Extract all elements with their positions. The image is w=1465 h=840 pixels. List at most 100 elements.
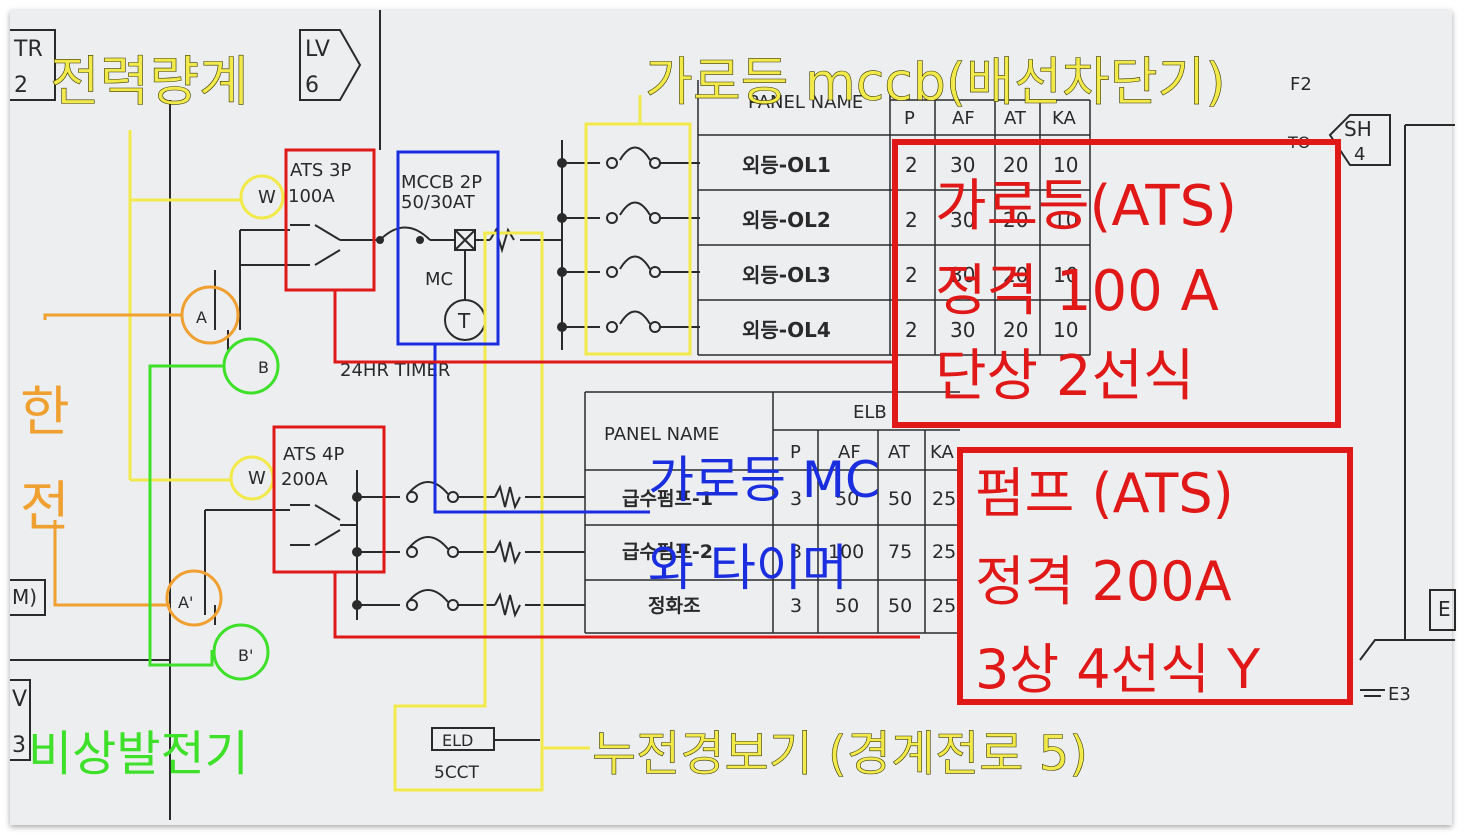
bottom-table-col-p: P <box>790 442 801 463</box>
pump-panel-table: PANEL NAME ELB P AF AT KA 급수펌프-1 3 50 50… <box>584 391 960 634</box>
blue-overlay <box>396 150 650 514</box>
meter-w1-label: W <box>258 187 276 208</box>
corner-tr-label: TR <box>13 37 43 62</box>
f-label: F2 <box>1290 74 1312 95</box>
sh-number: 4 <box>1354 144 1365 165</box>
top-row-1-at: 20 <box>1003 153 1028 177</box>
bottom-row-3-ka: 25 <box>932 595 956 617</box>
top-row-4-at: 20 <box>1003 318 1028 342</box>
ammeter-a2-circle <box>165 569 223 627</box>
top-row-4-ka: 10 <box>1053 318 1078 342</box>
top-row-4-p: 2 <box>905 318 918 342</box>
mc-timer-label-2: 와 타이머 <box>648 539 848 597</box>
kepco-label-1: 한 <box>20 380 70 443</box>
bottom-row-1-name: 급수펌프-1 <box>622 488 713 510</box>
streetlight-panel-table: PANEL NAME P AF AT KA 외등-OL1 2 30 20 10 … <box>697 80 1091 356</box>
ats2-spec-line-1: 펌프 (ATS) <box>975 462 1234 525</box>
top-row-1-p: 2 <box>905 153 918 177</box>
mccb-rating: 50/30AT <box>401 192 476 213</box>
overlay-labels: 전력량계 가로등 mccb(배선차단기) 한 전 비상발전기 누전경보기 (경계… <box>20 50 1261 783</box>
top-table-col-p: P <box>904 108 915 129</box>
ats1-spec-line-3: 단상 2선식 <box>935 344 1195 409</box>
bottom-row-1-ka: 25 <box>932 488 956 510</box>
top-row-2-name: 외등-OL2 <box>742 208 831 232</box>
bottom-table-group-header: ELB <box>853 402 887 423</box>
top-row-4-name: 외등-OL4 <box>742 318 831 342</box>
bottom-row-2-p: 3 <box>790 541 802 563</box>
bottom-row-1-p: 3 <box>790 488 802 510</box>
top-table-col-at: AT <box>1004 108 1027 129</box>
top-table-name-header: PANEL NAME <box>748 92 863 113</box>
timer-symbol: T <box>457 309 471 333</box>
generator-label: 비상발전기 <box>28 726 249 782</box>
top-row-1-name: 외등-OL1 <box>742 153 831 177</box>
bottom-table-col-ka: KA <box>930 442 954 463</box>
m-label: M) <box>12 585 37 609</box>
bottom-row-2-at: 75 <box>888 541 912 563</box>
ats1-box <box>284 148 376 292</box>
top-row-2-p: 2 <box>905 208 918 232</box>
ats2-rating: 200A <box>281 469 328 490</box>
meter-b2-label: B' <box>238 646 253 665</box>
lv-label-top: LV <box>305 37 330 62</box>
eld-label: ELD <box>442 731 473 750</box>
corner-tr-number: 2 <box>14 73 28 98</box>
ammeter-b-circle <box>222 337 280 395</box>
schematic-labels: TR 2 LV 6 SH 4 TO F2 E E3 M) V 3 ATS 3P … <box>12 37 1451 783</box>
ammeter-a-circle <box>180 285 240 345</box>
meter-w2-label: W <box>248 468 266 489</box>
top-row-1-af: 30 <box>950 153 975 177</box>
bottom-row-3-af: 50 <box>835 595 859 617</box>
bottom-table-name-header: PANEL NAME <box>604 424 719 445</box>
bottom-row-3-p: 3 <box>790 595 802 617</box>
meter-a-label: A <box>196 308 207 327</box>
bottom-row-2-af: 100 <box>828 541 864 563</box>
green-overlay <box>148 337 280 681</box>
ats2-title: ATS 4P <box>283 444 345 465</box>
mc-timer-box <box>396 150 500 346</box>
bottom-row-3-name: 정화조 <box>648 595 700 617</box>
kepco-label-2: 전 <box>20 475 70 538</box>
meter-a2-label: A' <box>178 593 193 612</box>
streetlight-mccb-label: 가로등 mccb(배선차단기) <box>645 53 1226 113</box>
e-right-label: E <box>1438 597 1451 621</box>
v-left-number: 3 <box>12 733 26 758</box>
top-row-2-af: 30 <box>950 208 975 232</box>
ats1-spec-box <box>892 139 1341 428</box>
top-table-col-ka: KA <box>1052 108 1076 129</box>
top-row-2-ka: 10 <box>1053 208 1078 232</box>
power-meter-label: 전력량계 <box>50 50 249 113</box>
top-row-2-at: 20 <box>1003 208 1028 232</box>
cct-label: 5CCT <box>434 763 480 783</box>
ats2-spec-line-2: 정격 200A <box>975 550 1232 613</box>
mc-timer-label-1: 가로등 MC <box>648 451 880 509</box>
paper-background <box>10 10 1452 825</box>
meter-b-label: B <box>258 358 269 377</box>
ats1-spec-line-1: 가로등(ATS) <box>935 174 1237 239</box>
top-row-1-ka: 10 <box>1053 153 1078 177</box>
streetlight-breakers-box <box>584 122 692 356</box>
schematic-dots <box>352 157 661 611</box>
top-row-3-p: 2 <box>905 263 918 287</box>
top-row-3-af: 30 <box>950 263 975 287</box>
schematic-lines <box>10 10 1456 820</box>
bottom-row-1-at: 50 <box>888 488 912 510</box>
top-row-3-at: 20 <box>1003 263 1028 287</box>
bottom-row-2-ka: 25 <box>932 541 956 563</box>
sh-label: SH <box>1344 117 1372 141</box>
top-row-4-af: 30 <box>950 318 975 342</box>
e3-label: E3 <box>1388 684 1411 705</box>
ats1-rating: 100A <box>288 186 335 207</box>
top-row-3-name: 외등-OL3 <box>742 263 831 287</box>
top-table-col-af: AF <box>952 108 975 129</box>
orange-overlay <box>43 285 240 627</box>
bottom-row-2-name: 급수펌프-2 <box>622 541 713 563</box>
lv-number-top: 6 <box>305 73 319 98</box>
top-row-3-ka: 10 <box>1053 263 1078 287</box>
mc-label: MC <box>425 269 453 290</box>
mccb-title: MCCB 2P <box>401 172 482 193</box>
ats1-title: ATS 3P <box>290 160 352 181</box>
bottom-row-3-at: 50 <box>888 595 912 617</box>
